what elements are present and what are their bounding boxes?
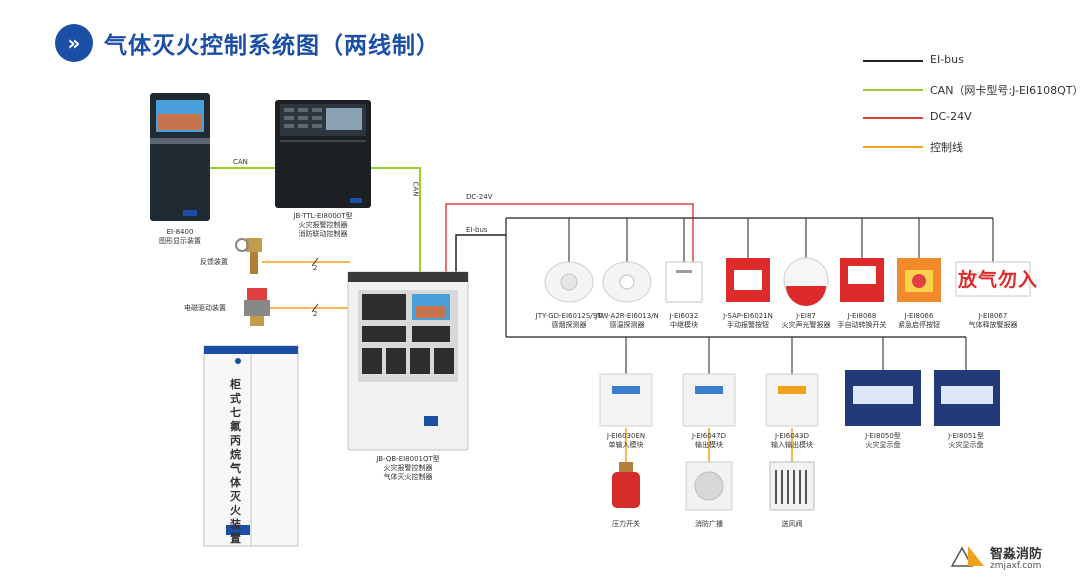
pressure-switch-icon	[612, 462, 640, 508]
solenoid-driver-icon	[244, 288, 270, 326]
can-label-horizontal: CAN	[233, 158, 248, 166]
pressure-switch-caption: 压力开关	[612, 520, 640, 528]
gas-release-alarm-icon	[955, 261, 1031, 297]
output-module-icon	[682, 373, 736, 427]
fire-display-panel-8050-icon	[845, 370, 921, 426]
title-badge-icon: »	[55, 24, 93, 62]
feedback-valve-icon	[235, 238, 262, 274]
smoke-detector-icon	[544, 261, 594, 303]
solenoid-device-label: 电磁驱动装置	[184, 304, 226, 312]
legend-label-control: 控制线	[930, 141, 963, 154]
control-count-label-2: 2	[313, 310, 318, 318]
linkage-controller-device	[275, 100, 371, 208]
relay-module-icon	[665, 261, 703, 303]
gas-release-sign-text: 放气勿入	[958, 269, 1039, 291]
sound-light-alarm-icon	[783, 257, 829, 306]
air-supply-valve-caption: 送风阀	[781, 520, 803, 528]
cabinet-label: 柜式七氟丙烷气体灭火装置	[230, 378, 241, 545]
legend-label-dc24: DC-24V	[930, 110, 972, 123]
eibus-wire-main	[455, 234, 506, 272]
watermark-url: zmjaxf.com	[990, 561, 1042, 571]
page-title: 气体灭火控制系统图（两线制）	[104, 33, 440, 59]
control-count-label-1: 2	[313, 264, 318, 272]
linkage-controller-caption: JB-TTL-EI8000T型 火灾报警控制器 消防联动控制器	[293, 212, 353, 238]
emergency-stop-button-icon	[897, 258, 941, 302]
dc24-wire	[445, 203, 694, 272]
legend-label-can: CAN（网卡型号:J-EI6108QT）	[930, 84, 1080, 97]
watermark-logo-icon	[950, 546, 984, 567]
dc24-label: DC-24V	[466, 193, 493, 201]
main-controller-caption: JB-QB-EI8001QT型 火灾报警控制器 气体灭火控制器	[376, 455, 440, 481]
main-controller-device	[347, 271, 469, 451]
display-panel-8051-caption: J-EI8051型火灾显示盘	[948, 432, 984, 449]
air-supply-valve-icon	[769, 461, 815, 511]
can-wire-linkage-to-main	[370, 167, 421, 272]
manual-alarm-button-icon	[726, 258, 770, 302]
single-input-module-icon	[599, 373, 653, 427]
auto-manual-switch-icon	[840, 258, 884, 302]
heat-detector-icon	[602, 261, 652, 303]
watermark-name: 智淼消防	[990, 547, 1043, 562]
fire-broadcast-caption: 消防广播	[695, 520, 723, 528]
fire-broadcast-speaker-icon	[685, 461, 733, 511]
legend-line-eibus	[863, 60, 923, 62]
legend-label-eibus: EI-bus	[930, 53, 964, 66]
graphic-display-caption: EI-8400 图形显示装置	[159, 228, 201, 245]
gas-extinguishing-cabinet	[203, 345, 299, 547]
legend-line-control	[863, 146, 923, 148]
can-label-vertical: CAN	[411, 181, 420, 197]
legend-line-can	[863, 89, 923, 91]
fire-display-panel-8051-icon	[934, 370, 1000, 426]
feedback-device-label: 反馈装置	[200, 258, 228, 266]
eibus-label: EI-bus	[466, 226, 488, 234]
legend-line-dc24	[863, 117, 923, 119]
display-panel-8050-caption: J-EI8050型火灾显示盘	[865, 432, 901, 449]
graphic-display-device	[150, 93, 210, 221]
io-module-icon	[765, 373, 819, 427]
